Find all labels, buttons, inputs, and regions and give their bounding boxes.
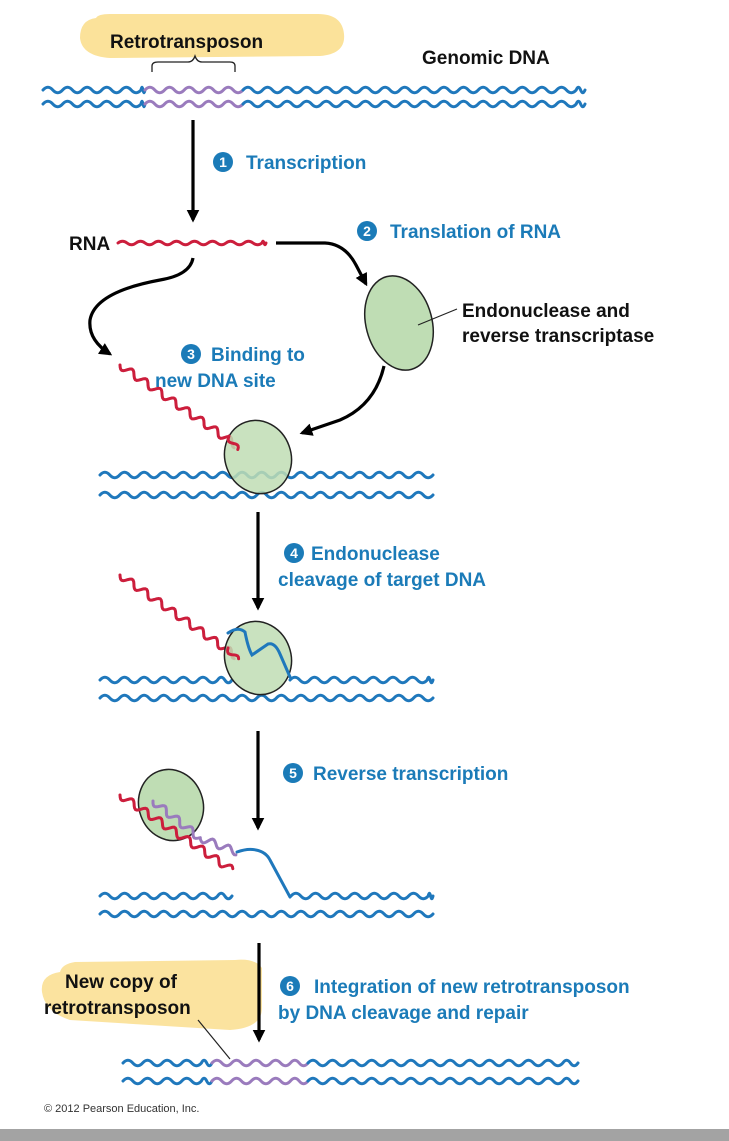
dna-strand-left: [98, 675, 234, 685]
step-label-line1: Endonuclease: [311, 544, 440, 565]
step-number: 2: [363, 223, 371, 239]
enzyme-label-line2: reverse transcriptase: [462, 326, 654, 347]
step-5: 5 Reverse transcription: [283, 763, 508, 785]
retrotransposon-segment: [143, 85, 245, 95]
step-6: 6 Integration of new retrotransposon by …: [278, 976, 630, 1024]
cleaved-target-dna: [98, 891, 435, 919]
cleaved-dna-end: [226, 627, 292, 679]
dna-strand-segment: [241, 85, 587, 95]
step-label: Reverse transcription: [313, 764, 508, 785]
rna-strand-end: [226, 434, 240, 451]
cdna-wave: [198, 836, 238, 857]
genomic-dna-strands: [41, 85, 587, 109]
new-copy-highlight: [41, 959, 263, 1030]
rna-wave: [118, 363, 236, 450]
step-number: 5: [289, 765, 297, 781]
step-number-badge: [181, 344, 201, 364]
enzyme-label-line1: Endonuclease and: [462, 301, 630, 322]
step-number: 1: [219, 154, 227, 170]
step-number: 6: [286, 978, 294, 994]
dna-strand: [98, 490, 435, 500]
dna-with-new-retrotransposon: [121, 1058, 580, 1086]
dna-strand-segment: [241, 99, 587, 109]
rna-strand: [118, 573, 236, 661]
endonuclease-reverse-transcriptase: [364, 275, 434, 371]
dna-strand-segment: [121, 1058, 214, 1068]
step-1: 1 Transcription: [213, 152, 366, 174]
genomic-dna-label: Genomic DNA: [422, 48, 550, 69]
enzyme-binding-arrow: [299, 365, 386, 436]
rna-label: RNA: [69, 234, 110, 255]
step-label-line2: cleavage of target DNA: [278, 570, 486, 591]
dna-strand-right: [289, 891, 435, 901]
rna-template: [118, 793, 235, 871]
binding-arrow: [88, 257, 195, 356]
dna-strand: [98, 693, 435, 703]
step-number: 4: [290, 545, 298, 561]
dna-strand-left: [98, 891, 234, 901]
rna-wave-end: [226, 434, 240, 451]
rna-strand: [118, 363, 236, 450]
cdna-wave: [151, 799, 202, 840]
step-number-badge: [283, 763, 303, 783]
bottom-bar: [0, 1129, 729, 1141]
new-copy-label-line1: New copy of: [65, 972, 178, 993]
rna-strand-end: [226, 646, 241, 661]
step-label-line2: new DNA site: [155, 371, 276, 392]
step-2: 2 Translation of RNA: [357, 221, 561, 243]
new-copy-label-line2: retrotransposon: [44, 998, 191, 1019]
translation-arrow: [276, 241, 368, 287]
dna-strand-segment: [121, 1076, 214, 1086]
target-dna-strands: [98, 675, 435, 703]
retrotransposon-brace: [151, 53, 236, 72]
dna-strand-segment: [41, 85, 147, 95]
step-label: Transcription: [246, 153, 366, 174]
retrotransposon-highlight: [80, 14, 345, 58]
step-number-badge: [280, 976, 300, 996]
rna-wave: [118, 573, 236, 661]
step-number-badge: [213, 152, 233, 172]
step-label-line1: Binding to: [211, 345, 305, 366]
dna-strand-right: [288, 675, 435, 685]
enzyme-leader-line: [417, 308, 458, 326]
retrotransposon-label: Retrotransposon: [110, 32, 263, 53]
enzyme-complex: [223, 419, 293, 495]
retrotransposon-segment: [143, 99, 245, 109]
dna-strand-segment: [41, 99, 147, 109]
step-4: 4 Endonuclease cleavage of target DNA: [278, 543, 486, 591]
rna-wave-end: [226, 646, 241, 661]
dna-strand-segment: [306, 1058, 580, 1068]
enzyme-complex: [223, 620, 293, 696]
step-number: 3: [187, 346, 195, 362]
step-label-line2: by DNA cleavage and repair: [278, 1003, 529, 1024]
step-number-badge: [284, 543, 304, 563]
step-number-badge: [357, 221, 377, 241]
new-retrotransposon-segment: [210, 1076, 310, 1086]
dna-strand-segment: [306, 1076, 580, 1086]
rna-wave: [116, 239, 268, 247]
cdna-strand: [151, 799, 238, 857]
step-label-line1: Integration of new retrotransposon: [314, 977, 630, 998]
rna-strand: [116, 239, 268, 247]
cdna-linker: [235, 847, 292, 899]
copyright-notice: © 2012 Pearson Education, Inc.: [44, 1103, 199, 1115]
rna-template-strand: [118, 793, 235, 871]
new-copy-leader-line: [197, 1019, 231, 1060]
dna-strand: [98, 909, 435, 919]
step-3: 3 Binding to new DNA site: [155, 344, 305, 392]
step-label: Translation of RNA: [390, 222, 561, 243]
new-retrotransposon-segment: [210, 1058, 310, 1068]
